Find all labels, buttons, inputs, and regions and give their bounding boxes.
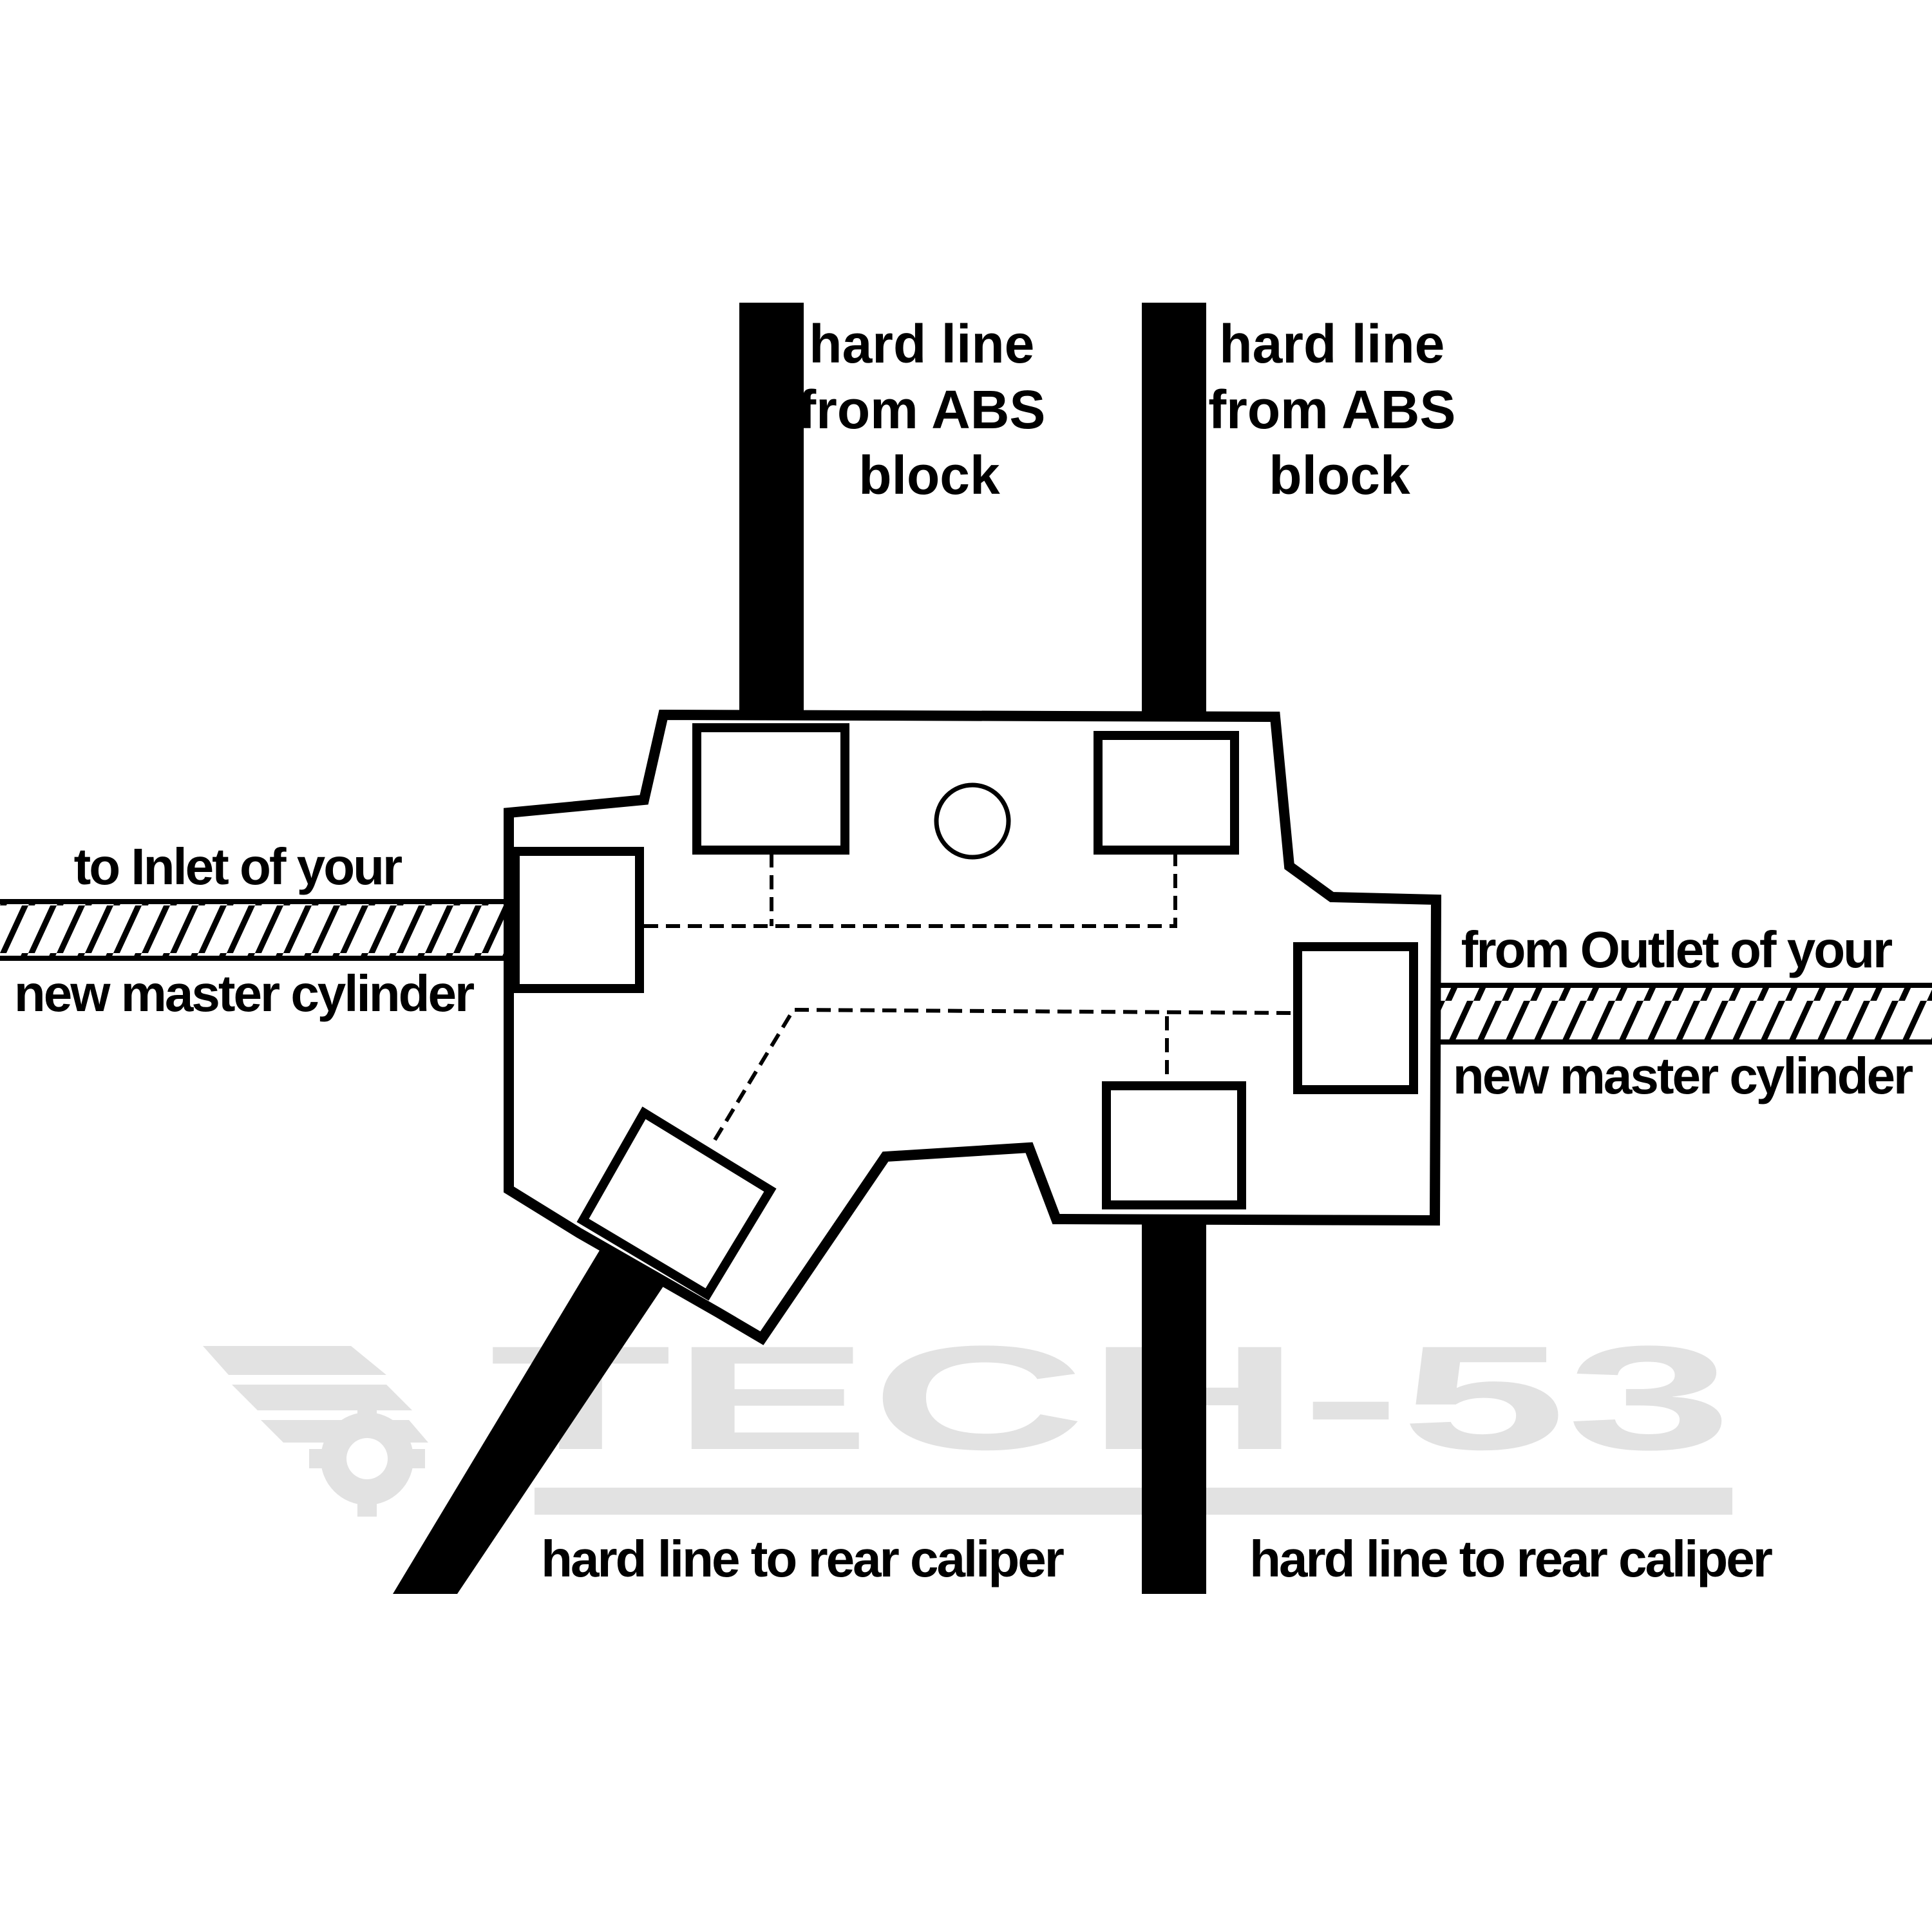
port-outlet [1293,942,1418,1094]
port-abs-right [1094,731,1239,855]
label-abs-right: hard line from ABS block [1208,314,1471,506]
port-rear-left [576,1106,777,1301]
label-outlet: from Outlet of your new master cylinder [1453,921,1913,1104]
port-inlet [511,847,644,993]
port-abs-left [692,723,849,855]
watermark-text: TECH-53 [489,1315,1732,1481]
mounting-hole [934,782,1011,860]
inlet-line [0,899,509,961]
port-rear-right [1102,1081,1246,1209]
label-inlet: to Inlet of your new master cylinder [14,838,474,1022]
gear-wing-icon [203,1346,428,1517]
rear-hard-line-right [1142,1214,1206,1594]
internal-passages [644,853,1294,1141]
rear-hard-line-left [393,1246,667,1594]
watermark: TECH-53 [203,1315,1732,1517]
label-rear-left: hard line to rear caliper [541,1530,1064,1587]
abs-hard-line-right [1142,303,1206,721]
abs-hard-line-left [739,303,804,721]
label-abs-left: hard line from ABS block [798,314,1061,506]
outlet-line [1433,983,1932,1045]
watermark-underline [535,1488,1732,1515]
label-rear-right: hard line to rear caliper [1249,1530,1772,1587]
